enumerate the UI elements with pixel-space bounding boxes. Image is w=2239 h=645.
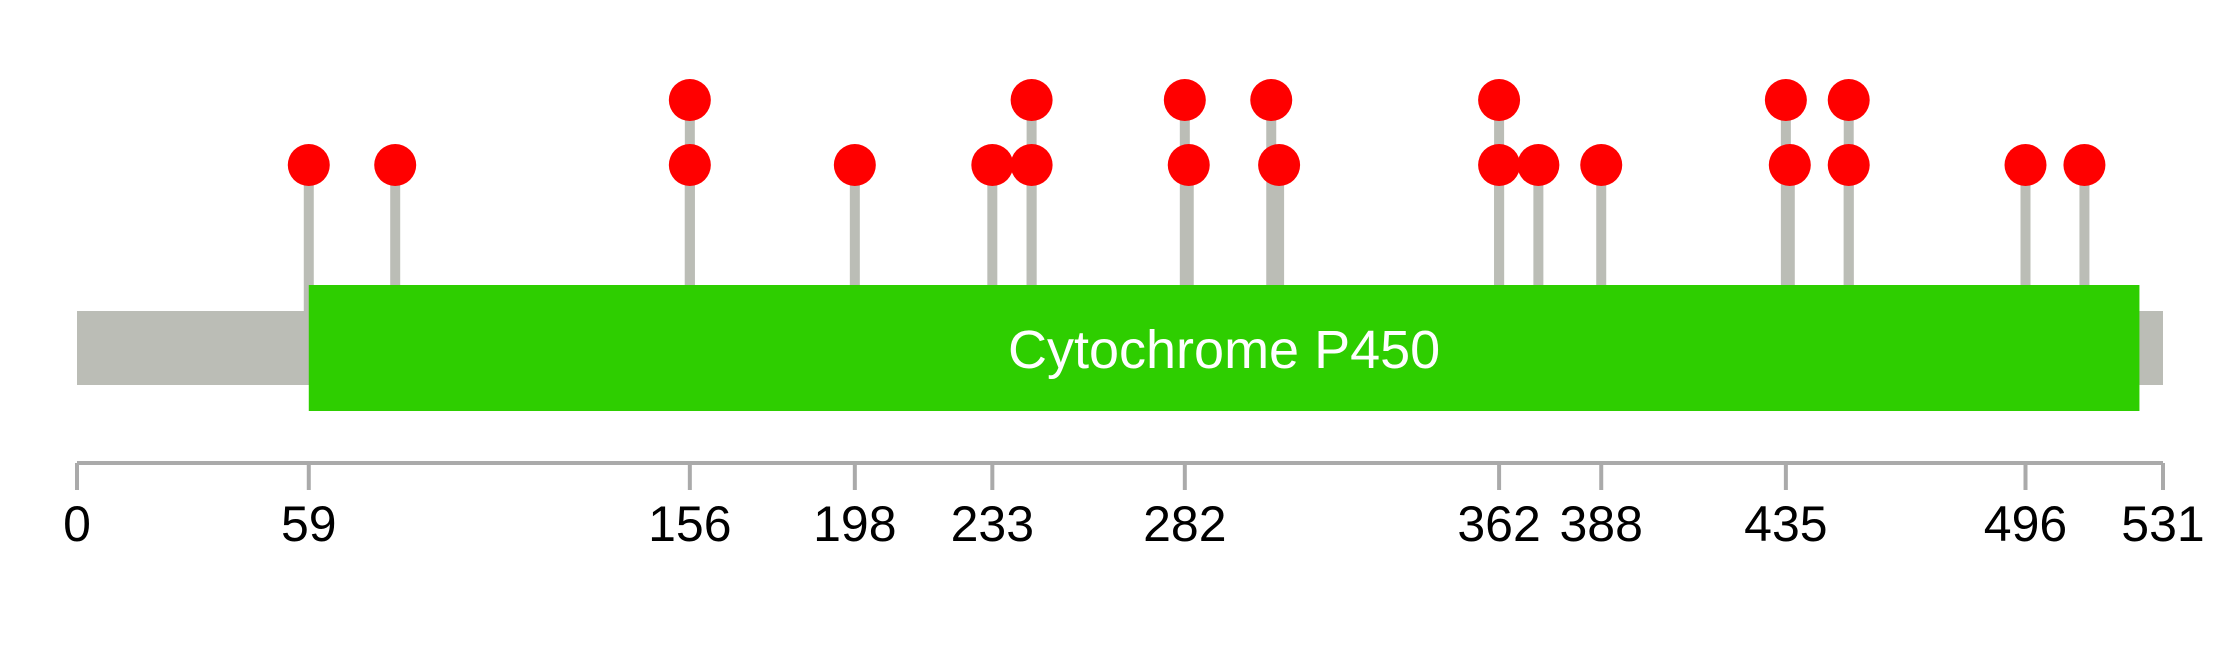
mutation-point[interactable] <box>1010 79 1053 121</box>
mutation-point[interactable] <box>1827 144 1870 186</box>
tick-label: 388 <box>1560 496 1643 552</box>
mutation-point[interactable] <box>2063 144 2106 186</box>
tick-label: 362 <box>1457 496 1540 552</box>
tick-label: 59 <box>281 496 337 552</box>
tick-label: 496 <box>1984 496 2067 552</box>
mutation-point[interactable] <box>1163 79 1206 121</box>
tick-label: 435 <box>1744 496 1827 552</box>
mutation-point[interactable] <box>668 144 711 186</box>
mutation-point[interactable] <box>1764 79 1807 121</box>
domain-label: Cytochrome P450 <box>1008 320 1440 380</box>
mutation-point[interactable] <box>1258 144 1301 186</box>
domain-block <box>308 285 2140 411</box>
mutation-point[interactable] <box>1478 79 1521 121</box>
mutation-point[interactable] <box>668 79 711 121</box>
mutation-point[interactable] <box>1580 144 1623 186</box>
mutation-point[interactable] <box>1827 79 1870 121</box>
points-layer <box>287 79 2106 186</box>
mutation-point[interactable] <box>971 144 1014 186</box>
tick-label: 0 <box>63 496 91 552</box>
mutation-point[interactable] <box>1167 144 1210 186</box>
mutation-point[interactable] <box>1250 79 1293 121</box>
mutation-point[interactable] <box>1768 144 1811 186</box>
tick-label: 198 <box>813 496 896 552</box>
mutation-point[interactable] <box>1478 144 1521 186</box>
x-axis: 0 59 156 198 233 282 362 388 435 496 531 <box>63 461 2205 552</box>
mutation-point[interactable] <box>833 144 876 186</box>
mutation-point[interactable] <box>1517 144 1560 186</box>
tick-label: 282 <box>1143 496 1226 552</box>
mutation-point[interactable] <box>2004 144 2047 186</box>
mutation-point[interactable] <box>287 144 330 186</box>
tick-label: 233 <box>951 496 1034 552</box>
tick-label: 156 <box>648 496 731 552</box>
mutation-point[interactable] <box>374 144 417 186</box>
stems-layer <box>303 100 2090 311</box>
mutation-point[interactable] <box>1010 144 1053 186</box>
tick-label: 531 <box>2121 496 2204 552</box>
domains-layer: Cytochrome P450 <box>308 285 2140 411</box>
